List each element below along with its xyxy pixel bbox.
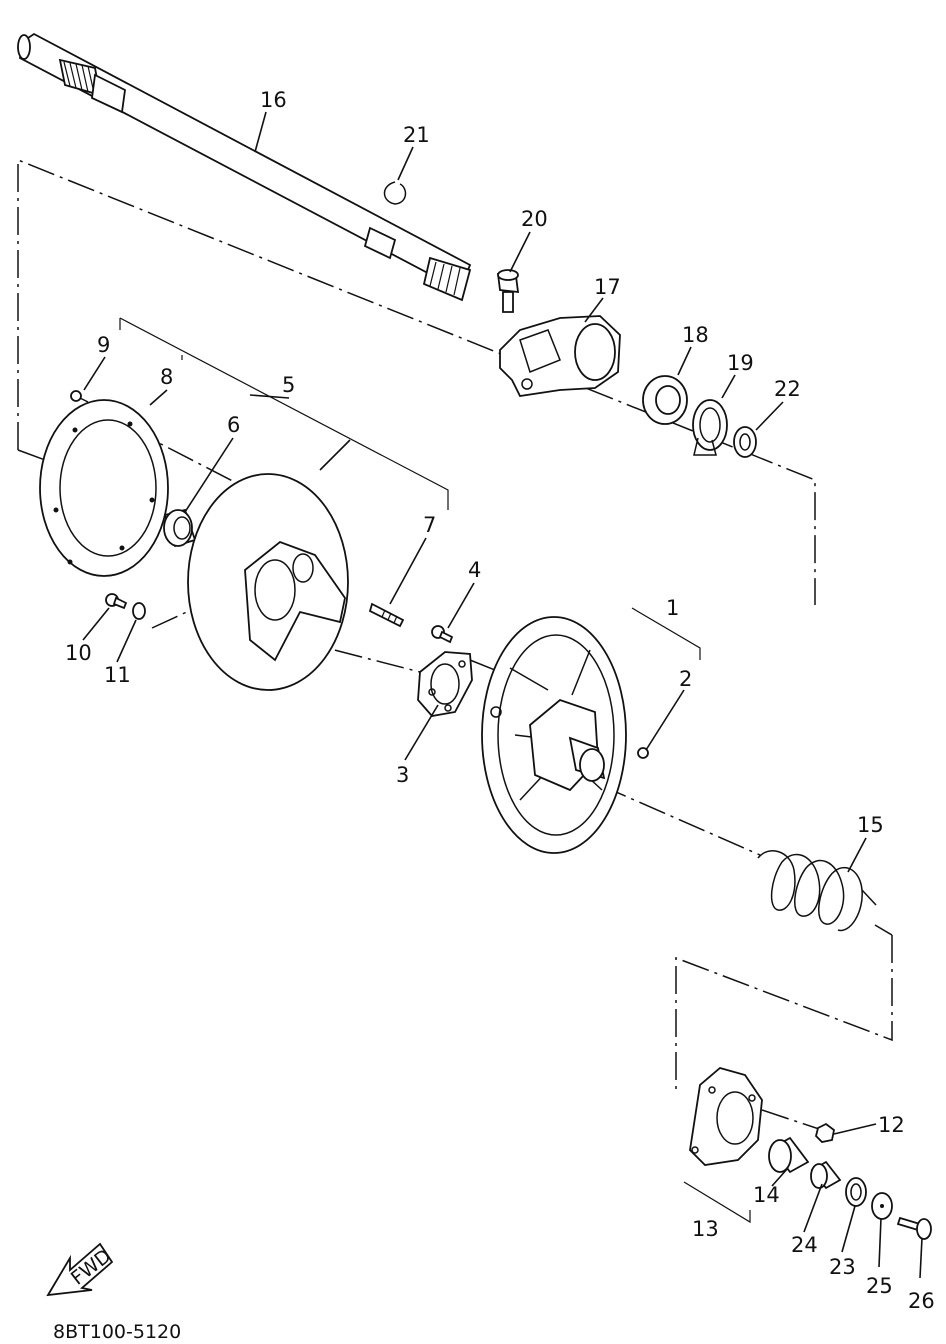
callout-18: 18 — [682, 323, 709, 347]
circlip — [383, 181, 407, 205]
cover-13 — [689, 1067, 763, 1166]
callout-23: 23 — [829, 1255, 856, 1279]
callout-16: 16 — [260, 88, 287, 112]
callout-11: 11 — [104, 663, 131, 687]
bushing-14 — [768, 1136, 810, 1174]
screw-2 — [637, 747, 649, 759]
callout-7: 7 — [423, 513, 436, 537]
bushing-6 — [163, 508, 197, 548]
fwd-arrow-icon: FWD — [46, 1242, 115, 1297]
bearing-18 — [642, 375, 688, 425]
callout-12: 12 — [878, 1113, 905, 1137]
bolt-10 — [105, 593, 128, 610]
callout-19: 19 — [727, 351, 754, 375]
fixed-sheave — [187, 473, 349, 691]
washer-23 — [845, 1177, 867, 1207]
callout-15: 15 — [857, 813, 884, 837]
callout-8: 8 — [160, 365, 173, 389]
movable-sheave — [481, 616, 627, 854]
callout-24: 24 — [791, 1233, 818, 1257]
spring-15 — [757, 850, 877, 932]
gasket-3 — [417, 651, 473, 717]
washer-25 — [871, 1192, 893, 1220]
callout-9: 9 — [97, 333, 110, 357]
callout-14: 14 — [753, 1183, 780, 1207]
pin-7 — [368, 602, 405, 628]
callout-4: 4 — [468, 558, 481, 582]
bearing-housing — [499, 315, 621, 397]
drive-shaft — [17, 32, 472, 302]
plate-8 — [39, 399, 169, 577]
callout-10: 10 — [65, 641, 92, 665]
bolt-20 — [496, 269, 520, 313]
callout-26: 26 — [908, 1289, 935, 1313]
callout-25: 25 — [866, 1274, 893, 1298]
callout-17: 17 — [594, 275, 621, 299]
bolt-26 — [896, 1216, 932, 1240]
washer-11 — [132, 602, 146, 620]
callout-20: 20 — [521, 207, 548, 231]
callout-22: 22 — [774, 377, 801, 401]
screw-4 — [431, 625, 454, 644]
callout-3: 3 — [396, 763, 409, 787]
callout-13: 13 — [692, 1217, 719, 1241]
callout-21: 21 — [403, 123, 430, 147]
callout-5: 5 — [282, 373, 295, 397]
screw-9 — [70, 390, 89, 403]
retaining-ring-19 — [692, 399, 728, 456]
nut-12 — [815, 1122, 835, 1143]
assembly-axis-lines — [17, 158, 893, 1131]
callout-6: 6 — [227, 413, 240, 437]
callout-1: 1 — [666, 596, 679, 620]
collar-24 — [810, 1160, 842, 1190]
washer-22 — [733, 426, 757, 458]
leader-lines — [82, 111, 923, 1279]
callout-labels: 1 2 3 4 5 6 7 8 9 10 11 12 13 14 15 16 1… — [65, 88, 935, 1313]
callout-2: 2 — [679, 667, 692, 691]
diagram-code: 8BT100-5120 — [53, 1321, 181, 1343]
